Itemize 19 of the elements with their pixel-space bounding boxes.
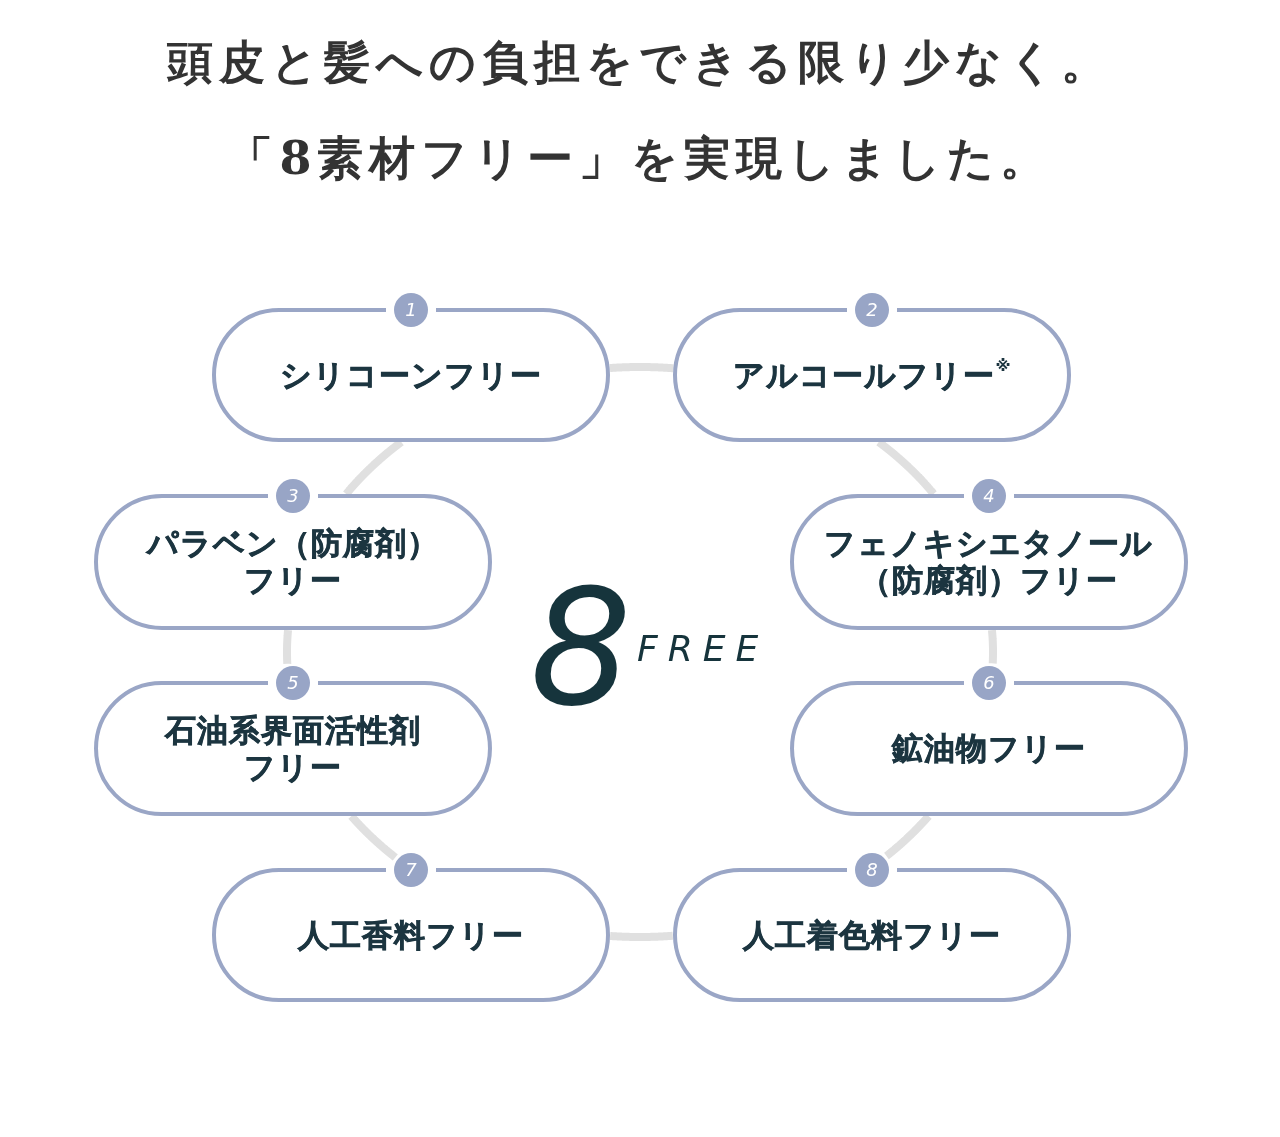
item-label: 人工着色料フリー — [743, 916, 1001, 954]
number-badge: 5 — [276, 666, 310, 700]
subtitle: FREE — [637, 634, 769, 664]
large-numeral: 8 — [530, 579, 633, 719]
item-label: フェノキシエタノール（防腐剤）フリー — [823, 525, 1155, 599]
item-label: アルコールフリー$^{※}$ — [733, 356, 1011, 394]
item-label: 人工香料フリー — [298, 916, 524, 954]
number-badge: 4 — [972, 479, 1006, 513]
item-label: パラベン（防腐剤）フリー — [145, 525, 440, 599]
item-label: 鉱油物フリー — [892, 730, 1086, 767]
number-badge: 1 — [394, 293, 428, 327]
item-label: シリコーンフリー — [280, 356, 542, 394]
item-label: 石油系界面活性剤フリー — [163, 711, 422, 786]
number-badge: 7 — [394, 853, 428, 887]
number-badge: 6 — [972, 666, 1006, 700]
title: 頭皮と髪への負担をできる限り少なく。「8素材フリー」を実現しました。 — [166, 34, 1114, 187]
number-badge: 2 — [855, 293, 889, 327]
number-badge: 3 — [276, 479, 310, 513]
number-badge: 8 — [855, 853, 889, 887]
